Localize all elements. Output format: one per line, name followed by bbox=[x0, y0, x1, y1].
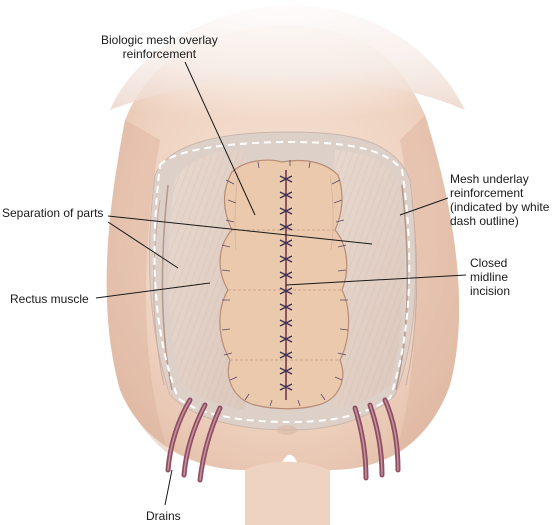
leader-separation-left bbox=[107, 221, 179, 269]
leader-biologic-mesh bbox=[184, 61, 256, 216]
mesh-underlay-outline bbox=[153, 140, 411, 424]
leader-drains bbox=[164, 469, 173, 506]
leader-closed-midline bbox=[285, 274, 467, 286]
leader-mesh-underlay bbox=[399, 197, 449, 216]
leader-rectus bbox=[95, 282, 211, 299]
label-biologic-mesh: Biologic mesh overlay reinforcement bbox=[101, 33, 218, 61]
label-separation-of-parts: Separation of parts bbox=[2, 206, 104, 220]
label-rectus-muscle: Rectus muscle bbox=[10, 292, 89, 306]
leader-separation-right bbox=[107, 215, 373, 245]
label-mesh-underlay: Mesh underlay reinforcement (indicated b… bbox=[450, 172, 550, 228]
label-closed-midline-incision: Closed midline incision bbox=[470, 256, 511, 298]
biologic-mesh-overlay bbox=[219, 159, 350, 410]
label-drains: Drains bbox=[146, 509, 181, 523]
